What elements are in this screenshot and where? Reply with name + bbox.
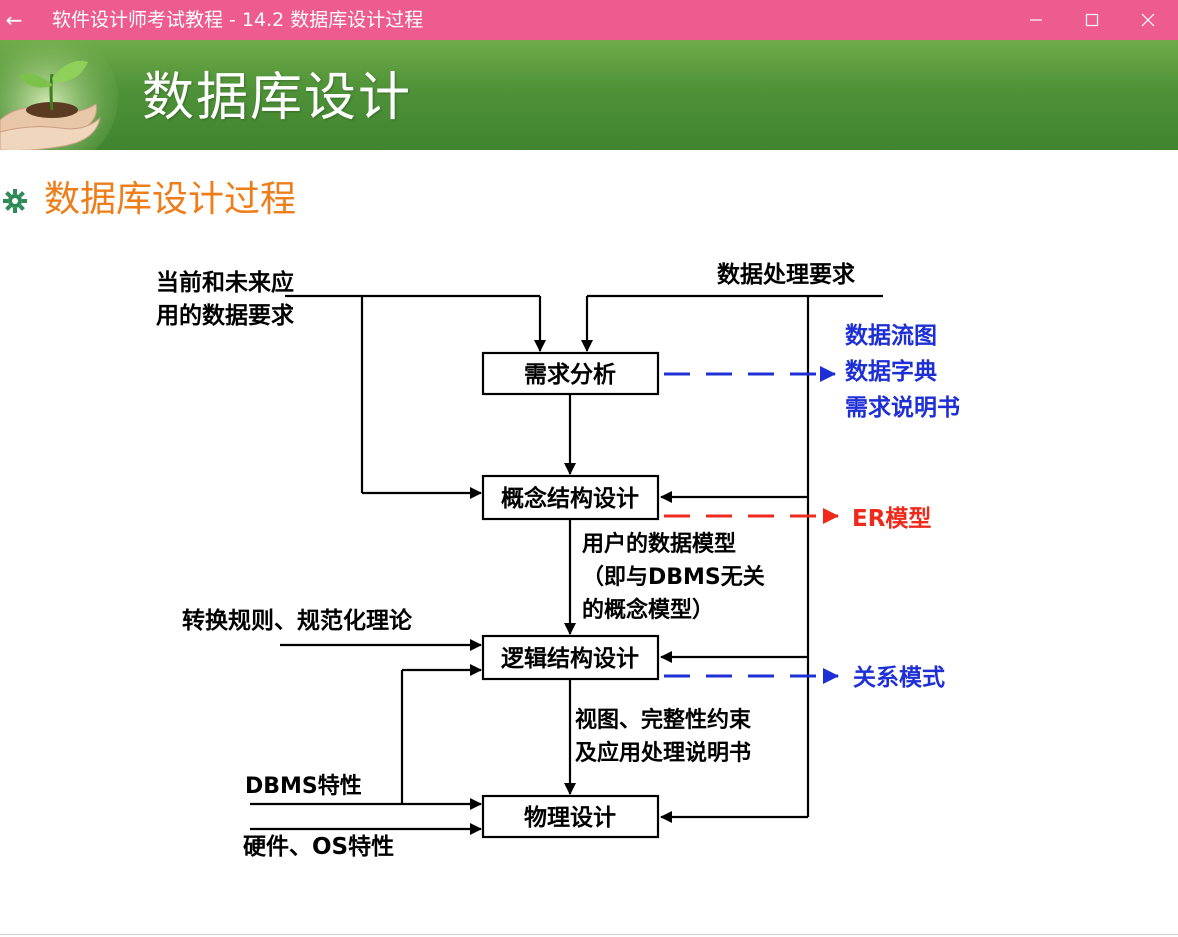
window-title: 软件设计师考试教程 - 14.2 数据库设计过程 — [52, 9, 424, 31]
gear-bullet-icon — [3, 189, 27, 213]
slide-heading: 数据库设计 — [142, 68, 413, 128]
conceptual-design-label: 概念结构设计 — [501, 485, 639, 512]
maximize-button[interactable] — [1064, 0, 1120, 40]
data-dictionary-label: 数据字典 — [845, 358, 937, 385]
hardware-os-label: 硬件、OS特性 — [243, 834, 394, 860]
requirements-analysis-label: 需求分析 — [524, 362, 616, 388]
minimize-button[interactable] — [1008, 0, 1064, 40]
minimize-icon — [1030, 19, 1042, 21]
close-button[interactable] — [1120, 0, 1176, 40]
conceptual-design-box — [481, 474, 660, 521]
slide-subtitle: 数据库设计过程 — [44, 179, 297, 220]
user-data-model-label-line2: （即与DBMS无关 — [582, 565, 765, 590]
slide-banner: 数据库设计 — [0, 40, 1178, 150]
physical-design-box — [481, 794, 660, 839]
physical-design-label: 物理设计 — [524, 804, 616, 831]
relational-schema-label: 关系模式 — [853, 664, 945, 691]
maximize-icon — [1085, 13, 1099, 27]
data-flow-diagram-label: 数据流图 — [845, 322, 937, 349]
requirements-spec-label: 需求说明书 — [845, 394, 960, 421]
views-constraints-label: 视图、完整性约束 — [575, 707, 752, 733]
user-data-model-label: 用户的数据模型 — [582, 531, 736, 557]
sprout-in-hands-icon — [0, 40, 118, 150]
logical-design-box — [481, 634, 660, 681]
bottom-divider — [0, 934, 1178, 935]
data-requirements-label-line2: 用的数据要求 — [156, 302, 294, 329]
transformation-rules-label: 转换规则、规范化理论 — [182, 607, 413, 634]
back-arrow-icon[interactable]: ← — [5, 8, 23, 32]
dbms-features-label: DBMS特性 — [245, 773, 362, 799]
user-data-model-label-line3: 的概念模型） — [582, 597, 714, 623]
title-bar: ← 软件设计师考试教程 - 14.2 数据库设计过程 — [0, 0, 1178, 40]
views-constraints-label-line2: 及应用处理说明书 — [575, 740, 751, 766]
er-model-label: ER模型 — [852, 506, 931, 532]
close-icon — [1141, 13, 1155, 27]
processing-requirements-label: 数据处理要求 — [717, 262, 855, 288]
flow-lines — [250, 294, 883, 835]
logical-design-label: 逻辑结构设计 — [501, 645, 639, 672]
data-requirements-label: 当前和未来应 — [156, 269, 294, 296]
requirements-analysis-box — [481, 351, 660, 396]
